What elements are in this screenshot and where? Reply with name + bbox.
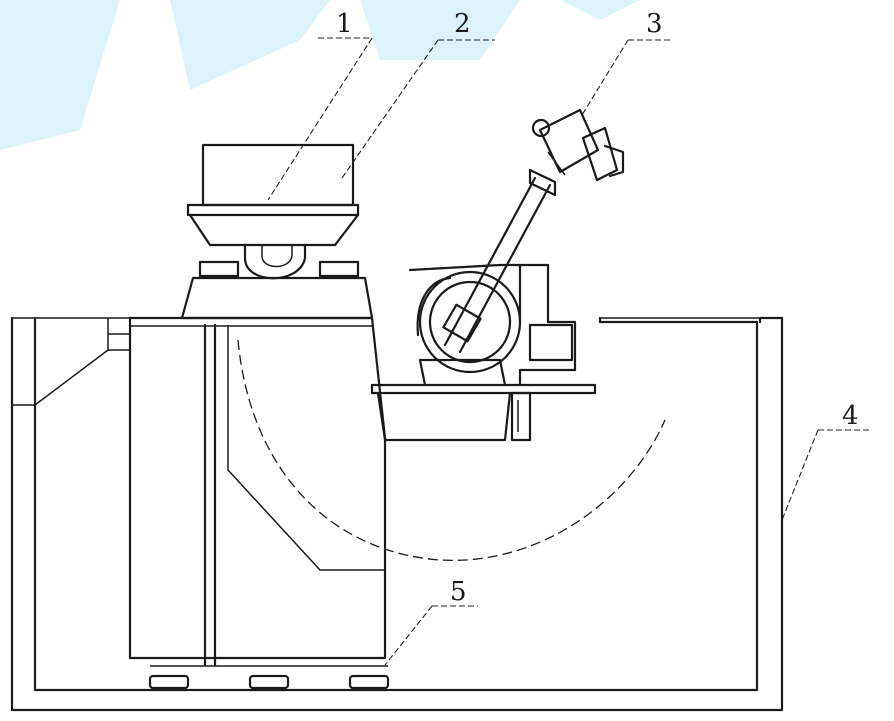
swing-arc	[237, 339, 666, 561]
part-label-5: 5	[450, 577, 467, 607]
feet	[148, 665, 390, 690]
part-label-4: 4	[842, 401, 859, 431]
part-label-2: 2	[454, 9, 471, 39]
part-label-1: 1	[336, 9, 353, 39]
leader-lines	[267, 37, 870, 666]
grinding-head	[180, 143, 374, 320]
outer-frame	[10, 316, 784, 712]
dressing-arm	[443, 108, 625, 354]
part-label-3: 3	[646, 9, 663, 39]
left-column	[12, 316, 387, 667]
watermark-mark	[0, 0, 640, 150]
tilting-table	[370, 263, 597, 442]
